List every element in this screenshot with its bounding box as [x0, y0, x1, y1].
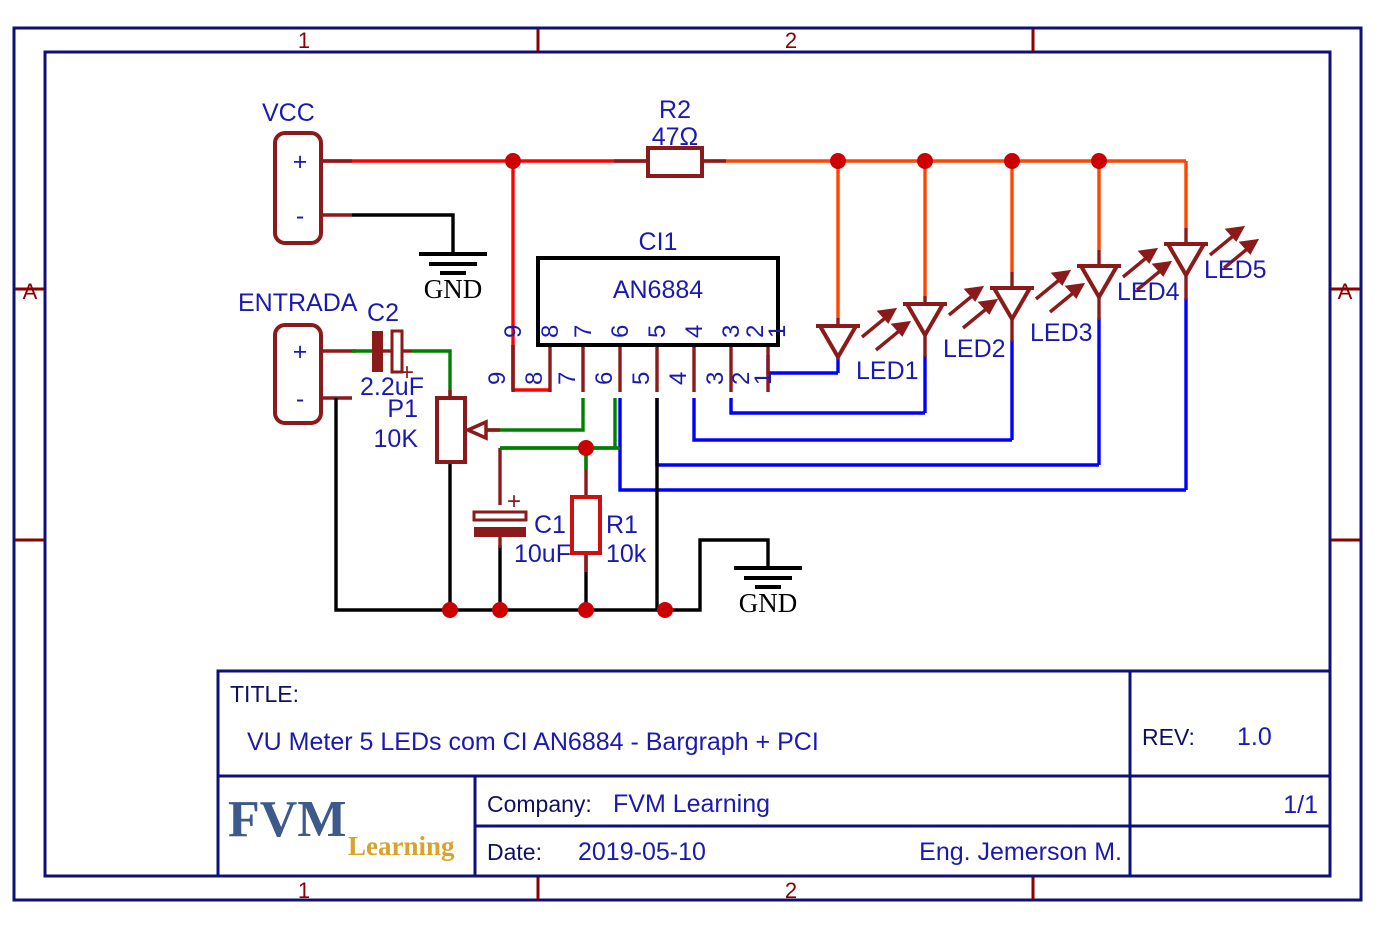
zone-ticks — [15, 29, 1360, 899]
ic-pin-inside-2: 2 — [742, 325, 769, 338]
led-led4[interactable] — [1077, 247, 1173, 301]
ic-pin-inside-9: 9 — [500, 325, 527, 338]
c2-value: 2.2uF — [360, 373, 424, 401]
led3-ref: LED3 — [1030, 319, 1093, 347]
ic-an6884[interactable] — [536, 256, 780, 347]
ic-pin-outside-6: 6 — [591, 372, 618, 385]
zone-bottom-2: 2 — [785, 878, 797, 903]
ic-pin-outside-5: 5 — [628, 372, 655, 385]
vcc-label: VCC — [262, 99, 315, 127]
vcc-pin-plus: + — [293, 148, 308, 176]
junction-dots — [442, 153, 1107, 618]
ic-pin-outside-3: 3 — [702, 372, 729, 385]
ground-symbol-2 — [734, 566, 802, 589]
ground-symbol-1 — [419, 252, 487, 275]
c1-polarity: + — [507, 488, 521, 515]
entrada-label: ENTRADA — [238, 289, 358, 317]
title-label: TITLE: — [230, 681, 299, 707]
c1-ref: C1 — [534, 511, 566, 539]
date-label: Date: — [487, 839, 542, 865]
resistor-r2[interactable] — [646, 146, 704, 178]
ic-pin-inside-1: 1 — [764, 325, 791, 338]
rev-value: 1.0 — [1237, 723, 1272, 751]
ic-pin-outside-9: 9 — [484, 372, 511, 385]
led2-ref: LED2 — [943, 335, 1006, 363]
ic-pin-outside-8: 8 — [521, 372, 548, 385]
zone-bottom-1: 1 — [298, 878, 310, 903]
company-value: FVM Learning — [613, 790, 770, 818]
engineer-value: Eng. Jemerson M. — [919, 838, 1122, 866]
sheet-number: 1/1 — [1283, 791, 1318, 819]
wire-stubs-darkred — [320, 159, 726, 400]
led-led2[interactable] — [903, 285, 999, 339]
led-led5[interactable] — [1164, 225, 1260, 279]
gnd-label-1: GND — [424, 274, 483, 304]
p1-value: 10K — [374, 425, 419, 453]
ic-pin-numbers-outside: 9 8 7 6 5 4 3 2 1 — [484, 372, 777, 385]
ic-pin-outside-1: 1 — [750, 372, 777, 385]
led-led1[interactable] — [816, 307, 912, 361]
potentiometer-p1[interactable] — [435, 396, 500, 464]
logo-main-text: FVM — [228, 791, 346, 848]
fvm-logo: FVM Learning — [228, 791, 455, 861]
zone-top-2: 2 — [785, 28, 797, 53]
wires-green-2 — [500, 398, 617, 470]
zone-right-a: A — [1338, 279, 1353, 304]
connector-vcc[interactable]: + - — [273, 131, 323, 245]
rev-label: REV: — [1142, 724, 1195, 750]
vcc-pin-minus: - — [296, 202, 304, 230]
capacitor-c2[interactable]: + — [372, 329, 414, 386]
gnd-label-2: GND — [739, 588, 798, 618]
led5-ref: LED5 — [1204, 256, 1267, 284]
zone-top-1: 1 — [298, 28, 310, 53]
zone-left-a: A — [23, 279, 38, 304]
c2-polarity: + — [400, 359, 414, 386]
title-value: VU Meter 5 LEDs com CI AN6884 - Bargraph… — [247, 728, 819, 756]
ic-pin-outside-2: 2 — [728, 372, 755, 385]
entrada-pin-plus: + — [293, 338, 308, 366]
led-led3[interactable] — [990, 269, 1086, 323]
ic-pin-numbers-inside: 9 8 7 6 5 4 3 2 1 — [500, 325, 791, 338]
ic-pin-outside-7: 7 — [554, 372, 581, 385]
ic-pin-inside-5: 5 — [644, 325, 671, 338]
r1-value: 10k — [606, 540, 647, 568]
ic-pin-inside-6: 6 — [607, 325, 634, 338]
ic-ref: CI1 — [639, 228, 678, 256]
p1-ref: P1 — [387, 395, 418, 423]
ic-pin-inside-8: 8 — [537, 325, 564, 338]
wires-black — [334, 213, 770, 612]
ic-pin-inside-3: 3 — [718, 325, 745, 338]
ic-part: AN6884 — [613, 276, 703, 304]
ic-pin-outside-4: 4 — [665, 372, 692, 385]
title-block — [216, 669, 1332, 878]
r1-ref: R1 — [606, 511, 638, 539]
c2-ref: C2 — [367, 299, 399, 327]
resistor-r1[interactable] — [570, 495, 602, 555]
r2-value: 47Ω — [652, 123, 699, 151]
ic-pin-inside-4: 4 — [681, 325, 708, 338]
date-value: 2019-05-10 — [578, 838, 706, 866]
led4-ref: LED4 — [1117, 278, 1180, 306]
ic-pin-inside-7: 7 — [570, 325, 597, 338]
led1-ref: LED1 — [856, 357, 919, 385]
connector-entrada[interactable]: + - — [273, 323, 323, 425]
logo-sub-text: Learning — [348, 831, 455, 861]
c1-value: 10uF — [514, 540, 571, 568]
company-label: Company: — [487, 791, 592, 817]
r2-ref: R2 — [659, 96, 691, 124]
entrada-pin-minus: - — [296, 385, 304, 413]
capacitor-c1[interactable]: + — [472, 488, 528, 537]
